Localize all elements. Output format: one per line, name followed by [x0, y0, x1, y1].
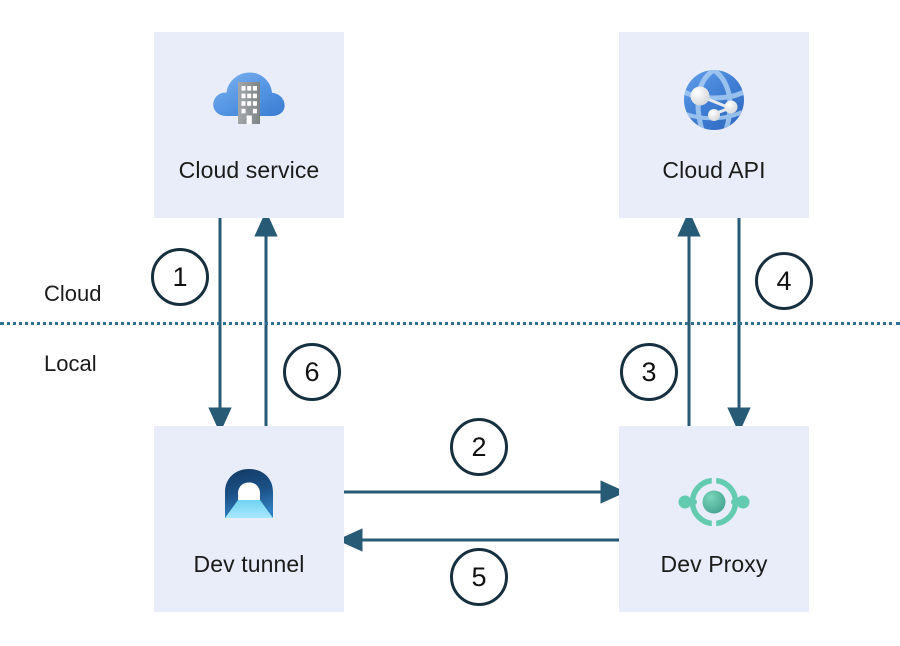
node-label-cloud-service: Cloud service: [178, 157, 320, 183]
cloud-local-divider: [0, 322, 900, 325]
step-badge-3[interactable]: 3: [620, 343, 678, 401]
node-cloud-api[interactable]: Cloud API: [619, 32, 809, 218]
zone-label-local: Local: [44, 351, 97, 376]
node-label-dev-tunnel: Dev tunnel: [193, 551, 305, 577]
cloud-building-icon: [207, 58, 291, 142]
globe-network-icon: [672, 58, 756, 142]
node-cloud-service[interactable]: Cloud service: [154, 32, 344, 218]
proxy-node-icon: [672, 460, 756, 544]
node-label-cloud-api: Cloud API: [662, 157, 766, 183]
step-badge-1[interactable]: 1: [151, 248, 209, 306]
node-dev-tunnel[interactable]: Dev tunnel: [154, 426, 344, 612]
node-dev-proxy[interactable]: Dev Proxy: [619, 426, 809, 612]
node-label-dev-proxy: Dev Proxy: [660, 551, 768, 577]
zone-label-cloud: Cloud: [44, 281, 102, 306]
step-badge-5[interactable]: 5: [450, 548, 508, 606]
step-badge-6[interactable]: 6: [283, 343, 341, 401]
step-badge-4[interactable]: 4: [755, 252, 813, 310]
tunnel-icon: [207, 452, 291, 536]
step-badge-2[interactable]: 2: [450, 418, 508, 476]
